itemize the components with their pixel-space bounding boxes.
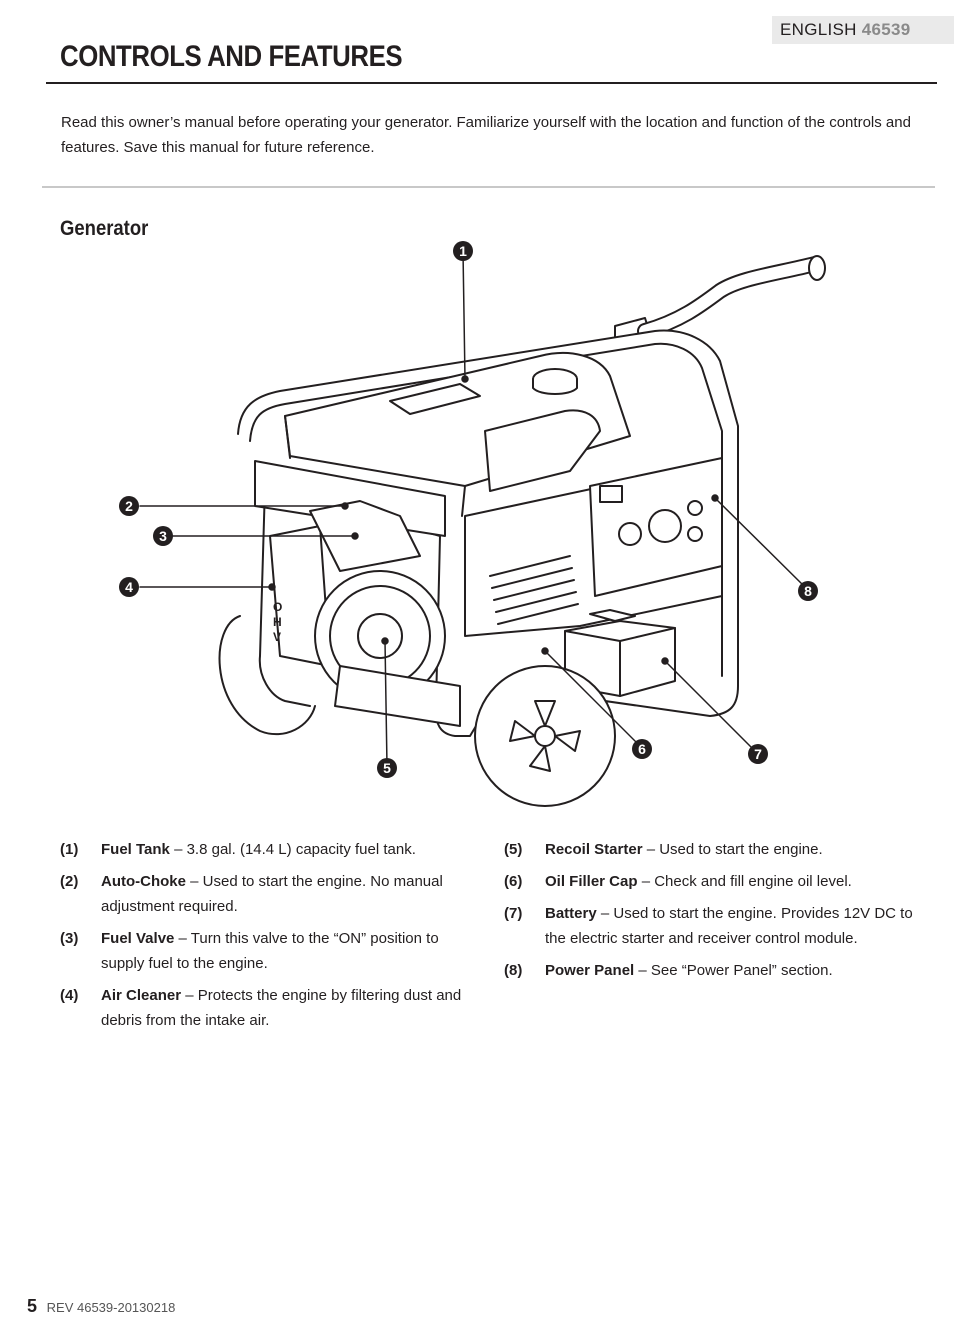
legend-item-auto-choke: (2) Auto-Choke – Used to start the engin… (60, 869, 480, 919)
legend-number: (1) (60, 841, 79, 858)
legend-number: (4) (60, 987, 79, 1004)
legend-description: – Turn this valve to the “ON” position t… (101, 930, 439, 972)
section-divider (42, 186, 935, 188)
callout-4: 4 (119, 577, 139, 597)
title-divider (46, 82, 937, 84)
legend-item-oil-filler-cap: (6) Oil Filler Cap – Check and fill engi… (504, 869, 924, 894)
callout-1: 1 (453, 241, 473, 261)
callout-2-number: 2 (125, 498, 133, 514)
front-wheel-drawing (474, 665, 616, 807)
intro-paragraph: Read this owner’s manual before operatin… (61, 114, 911, 156)
legend-description: – 3.8 gal. (14.4 L) capacity fuel tank. (169, 841, 416, 858)
callout-3-number: 3 (159, 528, 167, 544)
callout-7-number: 7 (754, 746, 762, 762)
legend-term: Auto-Choke (101, 873, 186, 890)
callout-6: 6 (632, 739, 652, 759)
legend-number: (8) (504, 962, 523, 979)
legend-description: – Used to start the engine. (642, 841, 823, 858)
callout-5: 5 (377, 758, 397, 778)
legend-description: – Used to start the engine. No manual ad… (101, 873, 443, 915)
engine-drawing: O H V (254, 460, 461, 727)
legend-item-power-panel: (8) Power Panel – See “Power Panel” sect… (504, 958, 924, 983)
power-panel-drawing (589, 457, 723, 597)
legend-number: (7) (504, 905, 523, 922)
page-title: CONTROLS AND FEATURES (60, 40, 403, 73)
section-heading: Generator (60, 217, 149, 240)
legend-description: – Check and fill engine oil level. (637, 873, 852, 890)
legend-item-battery: (7) Battery – Used to start the engine. … (504, 901, 924, 951)
legend-item-air-cleaner: (4) Air Cleaner – Protects the engine by… (60, 983, 480, 1033)
handle-drawing (614, 255, 826, 347)
legend-item-recoil-starter: (5) Recoil Starter – Used to start the e… (504, 837, 924, 862)
callout-1-number: 1 (459, 243, 467, 259)
legend-term: Recoil Starter (545, 841, 643, 858)
legend-description: – Protects the engine by filtering dust … (101, 987, 462, 1029)
legend-number: (6) (504, 873, 523, 890)
legend-term: Oil Filler Cap (545, 873, 638, 890)
legend-number: (5) (504, 841, 523, 858)
callout-6-number: 6 (638, 741, 646, 757)
language-tab: ENGLISH 46539 (772, 16, 954, 44)
revision-code: REV 46539-20130218 (46, 1300, 176, 1315)
air-cleaner-letter-o: O (273, 600, 282, 614)
legend-description: – Used to start the engine. Provides 12V… (545, 905, 913, 947)
legend-term: Power Panel (545, 962, 635, 979)
leader-lines (139, 250, 807, 767)
legend-right-column: (5) Recoil Starter – Used to start the e… (504, 837, 924, 990)
legend-description: – See “Power Panel” section. (634, 962, 833, 979)
legend-item-fuel-valve: (3) Fuel Valve – Turn this valve to the … (60, 926, 480, 976)
callout-7: 7 (748, 744, 768, 764)
legend-item-fuel-tank: (1) Fuel Tank – 3.8 gal. (14.4 L) capaci… (60, 837, 480, 862)
callout-8: 8 (798, 581, 818, 601)
legend-term: Battery (545, 905, 597, 922)
callout-3: 3 (153, 526, 173, 546)
legend-number: (3) (60, 930, 79, 947)
callout-2: 2 (119, 496, 139, 516)
callout-5-number: 5 (383, 760, 391, 776)
page-number: 5 (27, 1296, 38, 1316)
language-label: ENGLISH (780, 20, 857, 39)
callout-8-number: 8 (804, 583, 812, 599)
air-cleaner-letter-h: H (273, 615, 282, 629)
legend-term: Fuel Valve (101, 930, 175, 947)
fuel-tank-drawing (284, 352, 631, 517)
air-cleaner-letter-v: V (273, 630, 281, 644)
legend-left-column: (1) Fuel Tank – 3.8 gal. (14.4 L) capaci… (60, 837, 480, 1040)
callout-4-number: 4 (125, 579, 133, 595)
legend-number: (2) (60, 873, 79, 890)
legend-term: Fuel Tank (101, 841, 170, 858)
generator-illustration: O H V (119, 241, 826, 807)
model-number: 46539 (861, 20, 911, 39)
legend-term: Air Cleaner (101, 987, 182, 1004)
page-footer: 5 REV 46539-20130218 (27, 1296, 175, 1317)
